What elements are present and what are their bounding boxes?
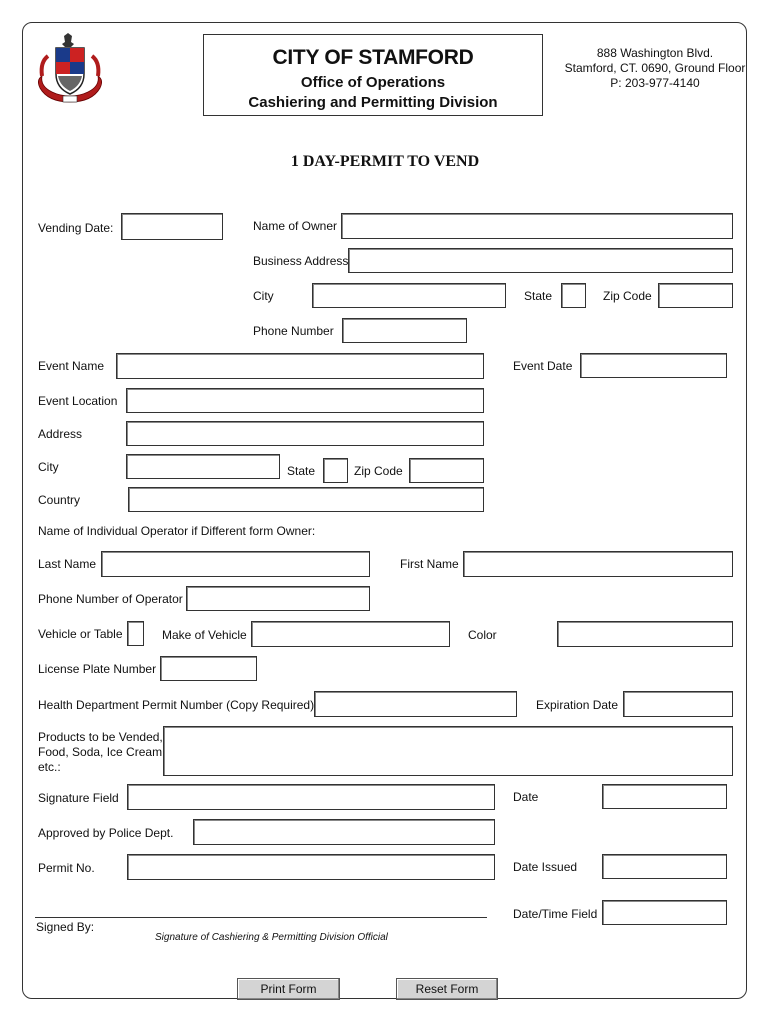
event-city-field[interactable] <box>126 454 280 479</box>
city-seal-icon <box>38 33 102 103</box>
address-field[interactable] <box>126 421 484 446</box>
approved-by-police-field[interactable] <box>193 819 495 845</box>
first-name-field[interactable] <box>463 551 733 577</box>
event-zip-label: Zip Code <box>354 464 403 478</box>
products-label-line-3: etc.: <box>38 760 61 774</box>
products-label: Products to be Vended, Food, Soda, Ice C… <box>38 730 165 775</box>
owner-name-label: Name of Owner <box>253 219 338 233</box>
make-of-vehicle-label: Make of Vehicle <box>162 628 247 642</box>
event-name-label: Event Name <box>38 359 105 373</box>
permit-no-field[interactable] <box>127 854 495 880</box>
address-phone: P: 203-977-4140 <box>610 76 700 90</box>
event-date-label: Event Date <box>513 359 573 373</box>
form-title: 1 DAY-PERMIT TO VEND <box>290 153 480 170</box>
state-field[interactable] <box>561 283 586 308</box>
date-field[interactable] <box>602 784 727 809</box>
expiration-date-field[interactable] <box>623 691 733 717</box>
event-zip-field[interactable] <box>409 458 484 483</box>
signature-line <box>35 917 487 918</box>
operator-phone-label: Phone Number of Operator <box>38 592 183 606</box>
approved-by-police-label: Approved by Police Dept. <box>38 826 174 840</box>
zip-code-label: Zip Code <box>603 289 652 303</box>
vending-date-label: Vending Date: <box>38 221 114 235</box>
last-name-label: Last Name <box>38 557 97 571</box>
date-issued-label: Date Issued <box>513 860 578 874</box>
signature-field[interactable] <box>127 784 495 810</box>
operator-note: Name of Individual Operator if Different… <box>38 524 316 538</box>
signature-field-label: Signature Field <box>38 791 119 805</box>
products-field[interactable] <box>163 726 733 776</box>
business-address-label: Business Address <box>253 254 349 268</box>
event-location-field[interactable] <box>126 388 484 413</box>
date-label: Date <box>513 790 539 804</box>
last-name-field[interactable] <box>101 551 370 577</box>
form-frame <box>22 22 747 999</box>
vending-date-field[interactable] <box>121 213 223 240</box>
event-location-label: Event Location <box>38 394 118 408</box>
event-date-field[interactable] <box>580 353 727 378</box>
products-label-line-1: Products to be Vended, <box>38 730 163 744</box>
operator-phone-field[interactable] <box>186 586 370 611</box>
date-time-field[interactable] <box>602 900 727 925</box>
first-name-label: First Name <box>400 557 459 571</box>
print-form-button[interactable]: Print Form <box>237 978 340 1000</box>
zip-code-field[interactable] <box>658 283 733 308</box>
health-permit-label: Health Department Permit Number (Copy Re… <box>38 698 315 712</box>
signed-by-label: Signed By: <box>36 920 95 934</box>
date-time-field-label: Date/Time Field <box>513 907 598 921</box>
country-field[interactable] <box>128 487 484 512</box>
address-line-1: 888 Washington Blvd. <box>596 46 714 60</box>
phone-number-field[interactable] <box>342 318 467 343</box>
city-field[interactable] <box>312 283 506 308</box>
header-box: CITY OF STAMFORD Office of Operations Ca… <box>203 34 543 116</box>
license-plate-label: License Plate Number <box>38 662 157 676</box>
business-address-field[interactable] <box>348 248 733 273</box>
expiration-date-label: Expiration Date <box>536 698 619 712</box>
division-name: Cashiering and Permitting Division <box>248 94 498 111</box>
reset-form-button[interactable]: Reset Form <box>396 978 498 1000</box>
owner-name-field[interactable] <box>341 213 733 239</box>
vehicle-or-table-field[interactable] <box>127 621 144 646</box>
address-line-2: Stamford, CT. 0690, Ground Floor <box>564 61 746 75</box>
event-state-label: State <box>287 464 316 478</box>
state-label: State <box>524 289 553 303</box>
signature-caption: Signature of Cashiering & Permitting Div… <box>155 932 388 943</box>
address-label: Address <box>38 427 83 441</box>
office-address: 888 Washington Blvd. Stamford, CT. 0690,… <box>560 46 750 91</box>
license-plate-field[interactable] <box>160 656 257 681</box>
health-permit-field[interactable] <box>314 691 517 717</box>
phone-number-label: Phone Number <box>253 324 334 338</box>
color-label: Color <box>468 628 497 642</box>
city-label: City <box>253 289 274 303</box>
event-state-field[interactable] <box>323 458 348 483</box>
products-label-line-2: Food, Soda, Ice Cream, <box>38 745 166 759</box>
city-name: CITY OF STAMFORD <box>272 46 474 69</box>
make-of-vehicle-field[interactable] <box>251 621 450 647</box>
color-field[interactable] <box>557 621 733 647</box>
country-label: Country <box>38 493 81 507</box>
event-city-label: City <box>38 460 59 474</box>
date-issued-field[interactable] <box>602 854 727 879</box>
permit-no-label: Permit No. <box>38 861 95 875</box>
event-name-field[interactable] <box>116 353 484 379</box>
vehicle-or-table-label: Vehicle or Table <box>38 627 123 641</box>
office-name: Office of Operations <box>300 74 446 91</box>
